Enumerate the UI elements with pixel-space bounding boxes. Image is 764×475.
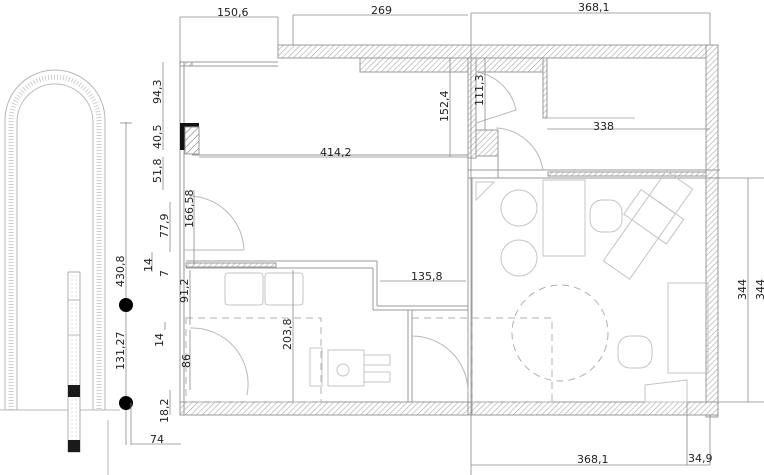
walls xyxy=(179,44,720,418)
dimension-labels: 150,6 269 368,1 94,3 40,5 51,8 77,9 166,… xyxy=(114,1,764,466)
u-ramp xyxy=(0,69,120,411)
furniture xyxy=(185,170,709,403)
dimension-lines xyxy=(151,12,764,475)
dim-label: 344 xyxy=(754,279,764,300)
dim-label: 430,8 xyxy=(114,256,127,288)
dim-label: 131,27 xyxy=(114,332,127,371)
dim-label: 166,58 xyxy=(183,190,196,229)
overall-height-dimension xyxy=(119,122,181,445)
title-block xyxy=(67,271,109,475)
dimension-dot xyxy=(119,396,133,410)
dim-label: 14 xyxy=(153,333,166,347)
dim-label: 14 xyxy=(142,258,155,272)
dim-label: 86 xyxy=(180,354,193,368)
dim-label: 111,3 xyxy=(473,75,486,107)
dim-label: 203,8 xyxy=(281,319,294,351)
dim-label: 344 xyxy=(736,279,749,300)
dim-label: 91,2 xyxy=(178,279,191,304)
dim-label: 77,9 xyxy=(158,214,171,239)
dim-label: 414,2 xyxy=(320,146,352,159)
dim-label: 269 xyxy=(371,4,392,17)
dim-label: 338 xyxy=(593,120,614,133)
dim-label: 74 xyxy=(150,433,164,446)
dim-label: 368,1 xyxy=(578,1,610,14)
dimension-dot xyxy=(119,298,133,312)
dim-label: 368,1 xyxy=(577,453,609,466)
dim-label: 40,5 xyxy=(151,125,164,150)
doors xyxy=(184,71,544,396)
dim-label: 150,6 xyxy=(217,6,249,19)
dim-label: 51,8 xyxy=(151,159,164,184)
dim-label: 18,2 xyxy=(158,399,171,424)
dim-label: 152,4 xyxy=(438,91,451,123)
dim-label: 34,9 xyxy=(688,452,713,465)
dim-label: 7 xyxy=(158,270,171,277)
dim-label: 135,8 xyxy=(411,270,443,283)
dim-label: 94,3 xyxy=(151,80,164,105)
